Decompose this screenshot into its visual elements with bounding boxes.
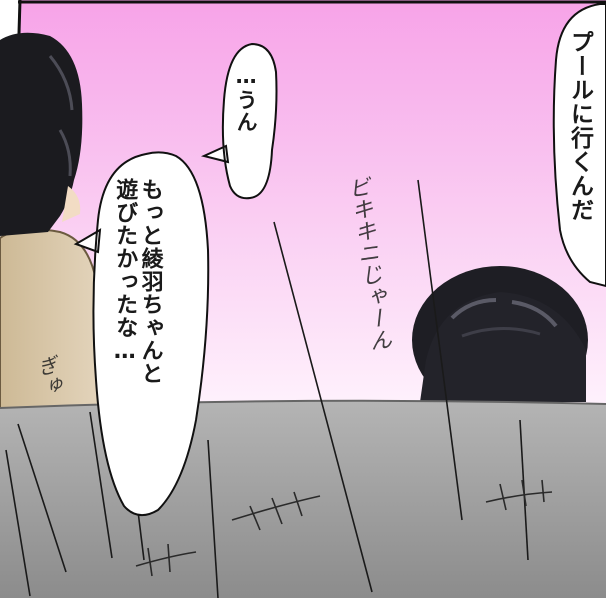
speech-text-motto: もっと綾羽ちゃんと 遊びたかったな… xyxy=(112,178,163,385)
speech-text-pool: プールに行くんだ xyxy=(566,30,593,222)
speech-text-un: …うん xyxy=(234,64,259,133)
speech-bubble-motto xyxy=(73,151,210,517)
hatch-marks xyxy=(135,479,553,577)
boy-figure xyxy=(0,32,106,421)
wall-top-edge xyxy=(0,399,606,409)
speech-bubble-pool xyxy=(552,3,606,288)
girl-head xyxy=(412,266,588,414)
speech-bubble-un xyxy=(200,42,278,200)
